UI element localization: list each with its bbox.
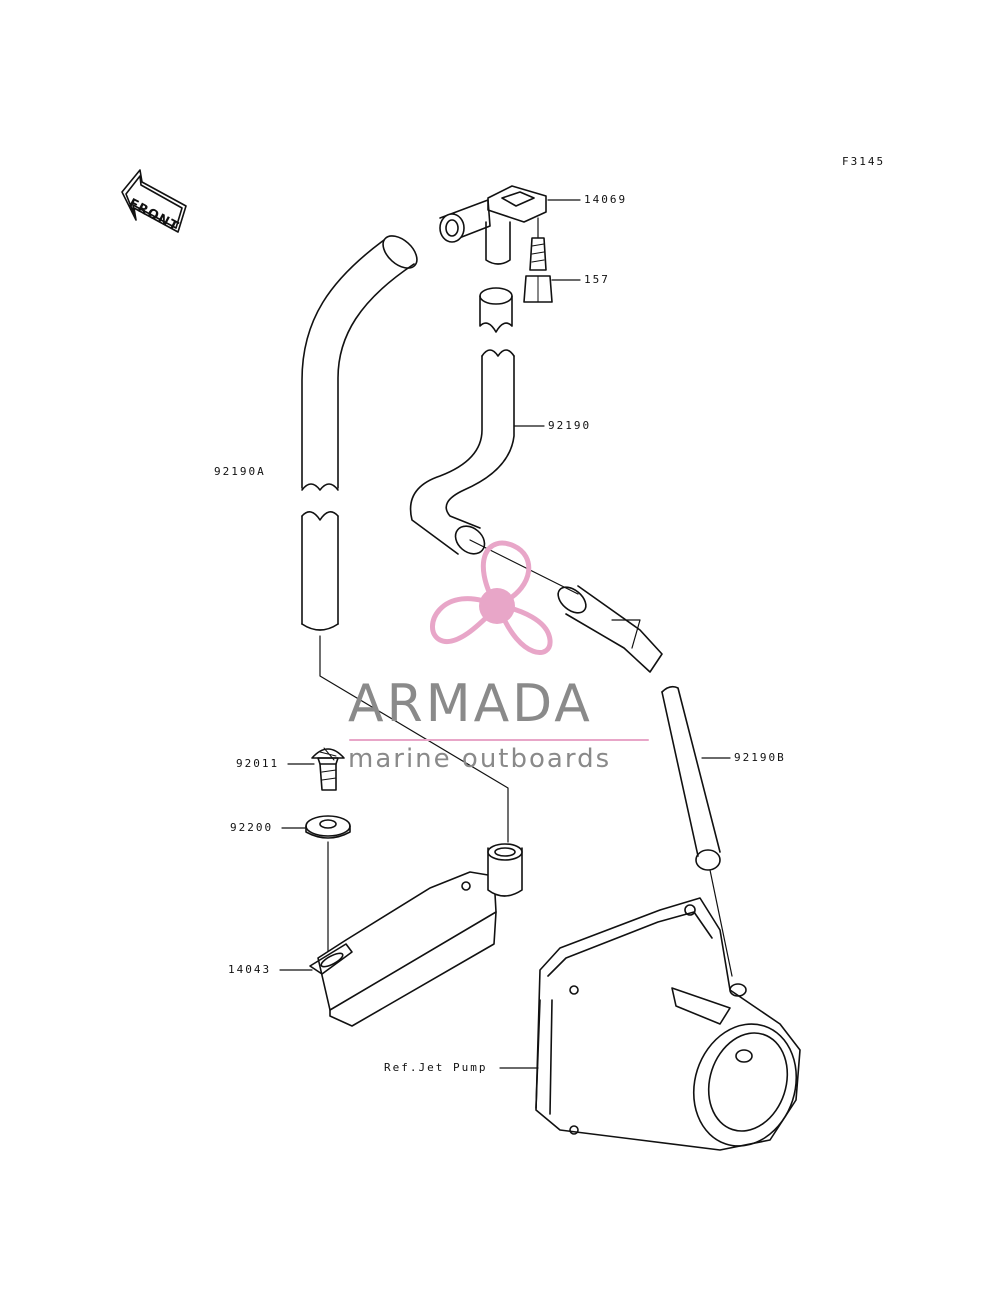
label-92190a: 92190A	[214, 465, 266, 478]
propeller-logo-icon	[349, 540, 649, 741]
washer-92200	[305, 815, 351, 839]
label-14043: 14043	[228, 963, 272, 976]
label-92200: 92200	[230, 821, 274, 834]
label-92190b: 92190B	[734, 751, 786, 764]
bracket-14043	[309, 843, 523, 1027]
label-92190: 92190	[548, 419, 592, 432]
hose-92190-lower	[557, 585, 663, 673]
bolt-157	[523, 217, 553, 303]
figure-code: F3145	[842, 155, 886, 168]
hose-92190-upper	[479, 287, 513, 333]
label-157: 157	[584, 273, 610, 286]
watermark-subtitle: marine outboards	[348, 744, 612, 774]
label-14069: 14069	[584, 193, 628, 206]
hose-92190a-lower	[301, 511, 339, 631]
label-ref-jet-pump: Ref.Jet Pump	[384, 1061, 488, 1074]
leader-92190b-pump	[709, 869, 733, 977]
hose-92190a-upper	[301, 235, 418, 491]
hose-92190-main	[409, 349, 515, 555]
hose-92190b	[661, 685, 721, 871]
fitting-14069	[439, 185, 547, 265]
front-arrow-icon	[121, 169, 187, 233]
screw-92011	[311, 747, 345, 791]
watermark-title: ARMADA	[348, 674, 593, 734]
leader-92190a-outlet	[319, 635, 509, 843]
label-92011: 92011	[236, 757, 280, 770]
jet-pump	[535, 897, 801, 1151]
